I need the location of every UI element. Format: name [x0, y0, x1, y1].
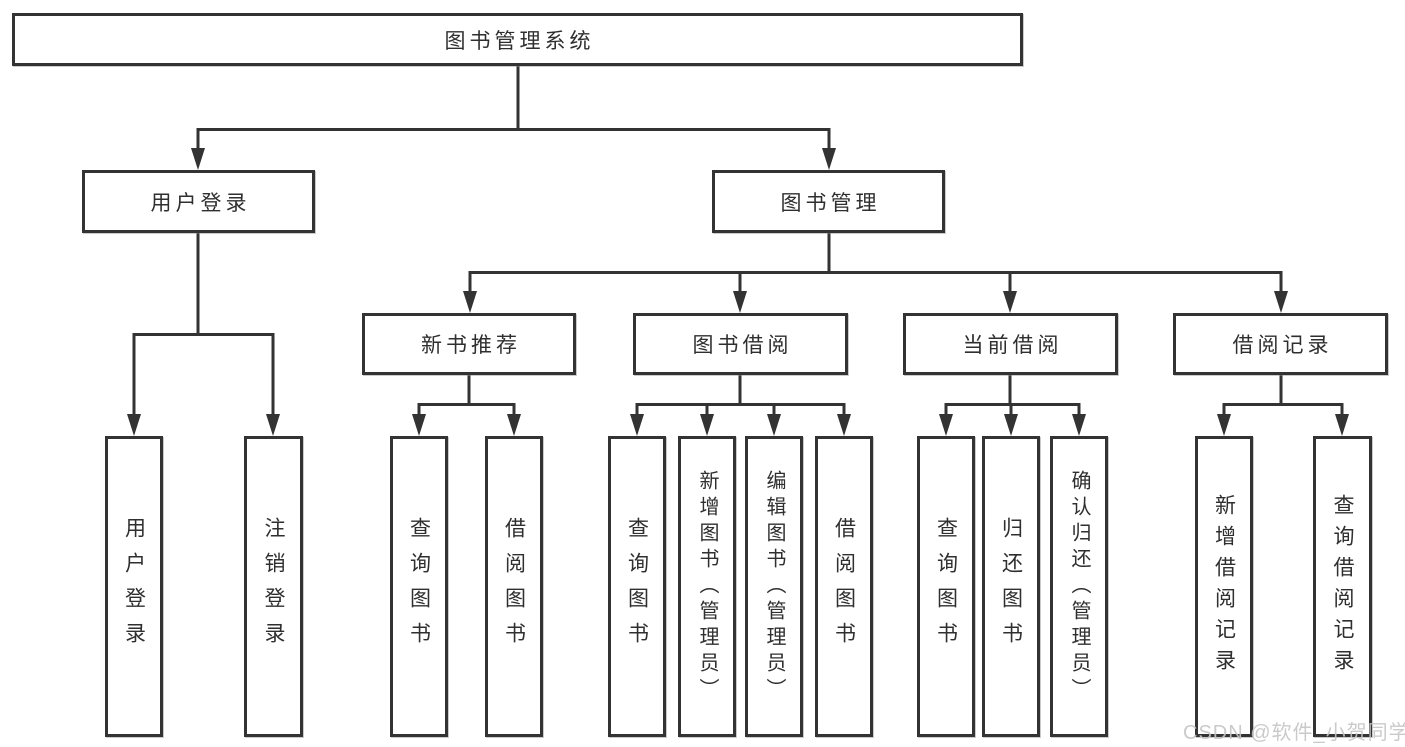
leaf-borrow-books: 借阅图书: [815, 436, 873, 737]
leaf-logout: 注销登录: [244, 436, 303, 737]
arrow-icon: [1335, 414, 1349, 436]
arrow-icon: [1274, 291, 1288, 313]
leaf-confirm-return-admin-label: 确认归还（管理员）: [1068, 469, 1090, 704]
node-root: 图书管理系统: [12, 13, 1023, 66]
node-book-borrow: 图书借阅: [633, 313, 848, 375]
arrow-icon: [1004, 414, 1018, 436]
node-book-management-label: 图书管理: [780, 191, 881, 215]
leaf-edit-book-admin-label: 编辑图书（管理员）: [763, 469, 785, 704]
arrow-icon: [733, 291, 747, 313]
leaf-borrow-books-label: 借阅图书: [832, 516, 856, 657]
leaf-add-book-admin-label: 新增图书（管理员）: [696, 469, 718, 704]
leaf-borrow-books-recommend-label: 借阅图书: [502, 516, 526, 657]
connector-newbook-to-leaves: [417, 375, 516, 416]
arrow-icon: [127, 414, 141, 436]
arrow-icon: [939, 414, 953, 436]
arrow-icon: [1072, 414, 1086, 436]
connector-bookmgmt-to-level2: [468, 233, 1283, 293]
leaf-logout-label: 注销登录: [262, 516, 285, 657]
node-book-management: 图书管理: [712, 170, 945, 233]
connector-records-to-leaves: [1222, 375, 1344, 416]
node-borrow-records-label: 借阅记录: [1232, 334, 1333, 357]
node-user-login-label: 用户登录: [150, 191, 251, 215]
leaf-query-borrow-record-label: 查询借阅记录: [1331, 493, 1354, 680]
leaf-edit-book-admin: 编辑图书（管理员）: [745, 436, 803, 737]
connector-userlogin-to-leaves: [132, 233, 275, 416]
leaf-query-books-recommend: 查询图书: [390, 436, 448, 737]
csdn-watermark: CSDN @软件_小贺同学: [1183, 722, 1405, 744]
leaf-add-borrow-record-label: 新增借阅记录: [1212, 493, 1236, 680]
arrow-icon: [507, 414, 521, 436]
leaf-query-books-borrow: 查询图书: [608, 436, 666, 737]
arrow-icon: [837, 414, 851, 436]
arrow-icon: [700, 414, 714, 436]
node-new-book-recommend: 新书推荐: [362, 313, 576, 375]
node-user-login: 用户登录: [82, 170, 315, 233]
leaf-return-books: 归还图书: [982, 436, 1040, 737]
node-new-book-recommend-label: 新书推荐: [421, 334, 521, 357]
node-borrow-records: 借阅记录: [1173, 313, 1388, 375]
leaf-add-borrow-record: 新增借阅记录: [1195, 436, 1253, 737]
connector-root-to-level1: [196, 65, 831, 150]
arrow-icon: [767, 414, 781, 436]
leaf-query-borrow-record: 查询借阅记录: [1313, 436, 1372, 737]
node-current-borrow-label: 当前借阅: [962, 334, 1063, 357]
arrow-icon: [1003, 291, 1017, 313]
arrow-icon: [1217, 414, 1231, 436]
leaf-query-books-borrow-label: 查询图书: [625, 516, 649, 657]
node-current-borrow: 当前借阅: [903, 313, 1118, 375]
leaf-return-books-label: 归还图书: [999, 516, 1023, 657]
arrow-icon: [412, 414, 426, 436]
leaf-query-books-current: 查询图书: [917, 436, 975, 737]
arrow-icon: [266, 414, 280, 436]
arrowheads: [127, 148, 1349, 436]
leaf-user-login-label: 用户登录: [122, 516, 146, 657]
leaf-add-book-admin: 新增图书（管理员）: [678, 436, 736, 737]
node-book-borrow-label: 图书借阅: [692, 334, 793, 357]
leaf-user-login: 用户登录: [105, 436, 163, 737]
leaf-borrow-books-recommend: 借阅图书: [485, 436, 543, 737]
leaf-query-books-recommend-label: 查询图书: [407, 516, 431, 657]
connector-bookborrow-to-leaves: [635, 375, 846, 416]
arrow-icon: [463, 291, 477, 313]
node-root-label: 图书管理系统: [444, 29, 595, 53]
leaf-query-books-current-label: 查询图书: [934, 516, 958, 657]
leaf-confirm-return-admin: 确认归还（管理员）: [1050, 436, 1108, 737]
connector-currentborrow-to-leaves: [944, 375, 1081, 416]
arrow-icon: [822, 148, 836, 170]
arrow-icon: [191, 148, 205, 170]
arrow-icon: [630, 414, 644, 436]
